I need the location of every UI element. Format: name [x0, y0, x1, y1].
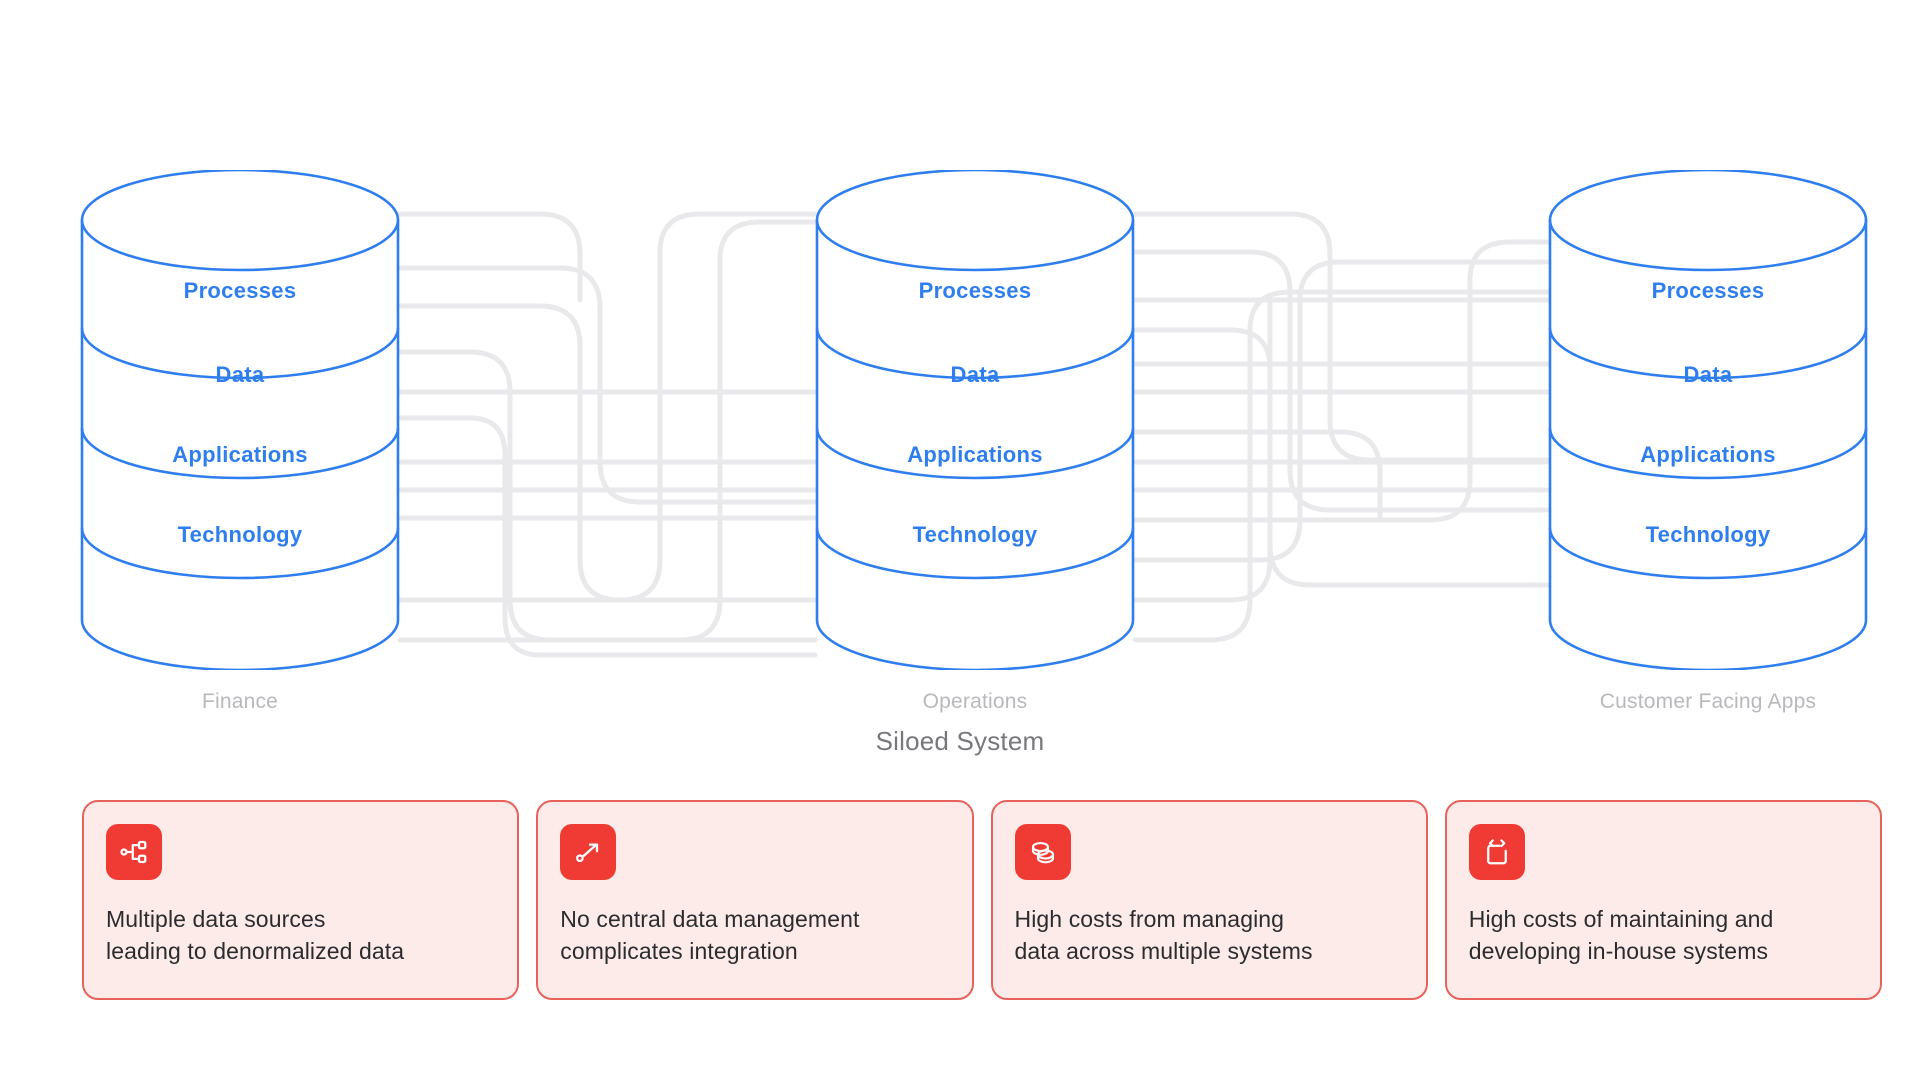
pain-point-line-1: No central data management — [560, 906, 860, 932]
cylinder-caption-finance: Finance — [201, 690, 279, 713]
pain-point-card[interactable]: High costs of maintaining and developing… — [1444, 800, 1882, 1000]
pain-point-text: Multiple data sources leading to denorma… — [106, 904, 495, 967]
layer-label-data: Data — [216, 362, 265, 387]
pain-point-line-2: leading to denormalized data — [106, 937, 405, 964]
layer-label-technology: Technology — [178, 522, 303, 547]
pain-point-card[interactable]: No central data management complicates i… — [536, 800, 974, 1000]
sitemap-icon — [106, 824, 162, 880]
layer-label-technology: Technology — [1646, 522, 1771, 547]
pain-point-text: No central data management complicates i… — [560, 904, 949, 967]
pain-point-text: High costs of maintaining and developing… — [1469, 904, 1858, 967]
layer-label-applications: Applications — [907, 442, 1043, 467]
layer-label-applications: Applications — [1640, 442, 1776, 467]
route-arrow-icon — [560, 824, 617, 880]
pain-point-card[interactable]: Multiple data sources leading to denorma… — [82, 800, 520, 1000]
layer-label-data: Data — [951, 362, 1000, 387]
pain-point-line-1: Multiple data sources — [106, 906, 326, 932]
layer-label-technology: Technology — [913, 522, 1038, 547]
code-file-icon — [1468, 824, 1525, 880]
cylinder-finance: Processes Data Applications Technology — [80, 170, 400, 670]
layer-label-processes: Processes — [919, 278, 1032, 303]
pain-point-line-2: data across multiple systems — [1014, 937, 1313, 964]
layer-label-applications: Applications — [172, 442, 308, 467]
pain-point-card[interactable]: High costs from managing data across mul… — [990, 800, 1428, 1000]
coins-icon — [1014, 824, 1071, 880]
pain-point-line-1: High costs of maintaining and — [1468, 906, 1774, 932]
cylinder-caption-operations: Operations — [922, 690, 1028, 713]
pain-point-text: High costs from managing data across mul… — [1015, 904, 1404, 967]
cylinder-caption-customer-facing-apps: Customer Facing Apps — [1599, 690, 1817, 713]
layer-label-processes: Processes — [184, 278, 297, 303]
diagram-title: Siloed System — [875, 726, 1045, 756]
cylinder-customer-facing-apps: Processes Data Applications Technology — [1548, 170, 1868, 670]
pain-point-line-1: High costs from managing — [1014, 906, 1285, 932]
layer-label-data: Data — [1684, 362, 1733, 387]
siloed-system-diagram: Processes Data Applications Technology F… — [80, 170, 1868, 756]
pain-point-line-2: developing in-house systems — [1468, 937, 1769, 964]
pain-point-card-list: Multiple data sources leading to denorma… — [82, 800, 1882, 1000]
layer-label-processes: Processes — [1652, 278, 1765, 303]
cylinder-operations: Processes Data Applications Technology — [815, 170, 1135, 670]
pain-point-line-2: complicates integration — [560, 937, 798, 964]
